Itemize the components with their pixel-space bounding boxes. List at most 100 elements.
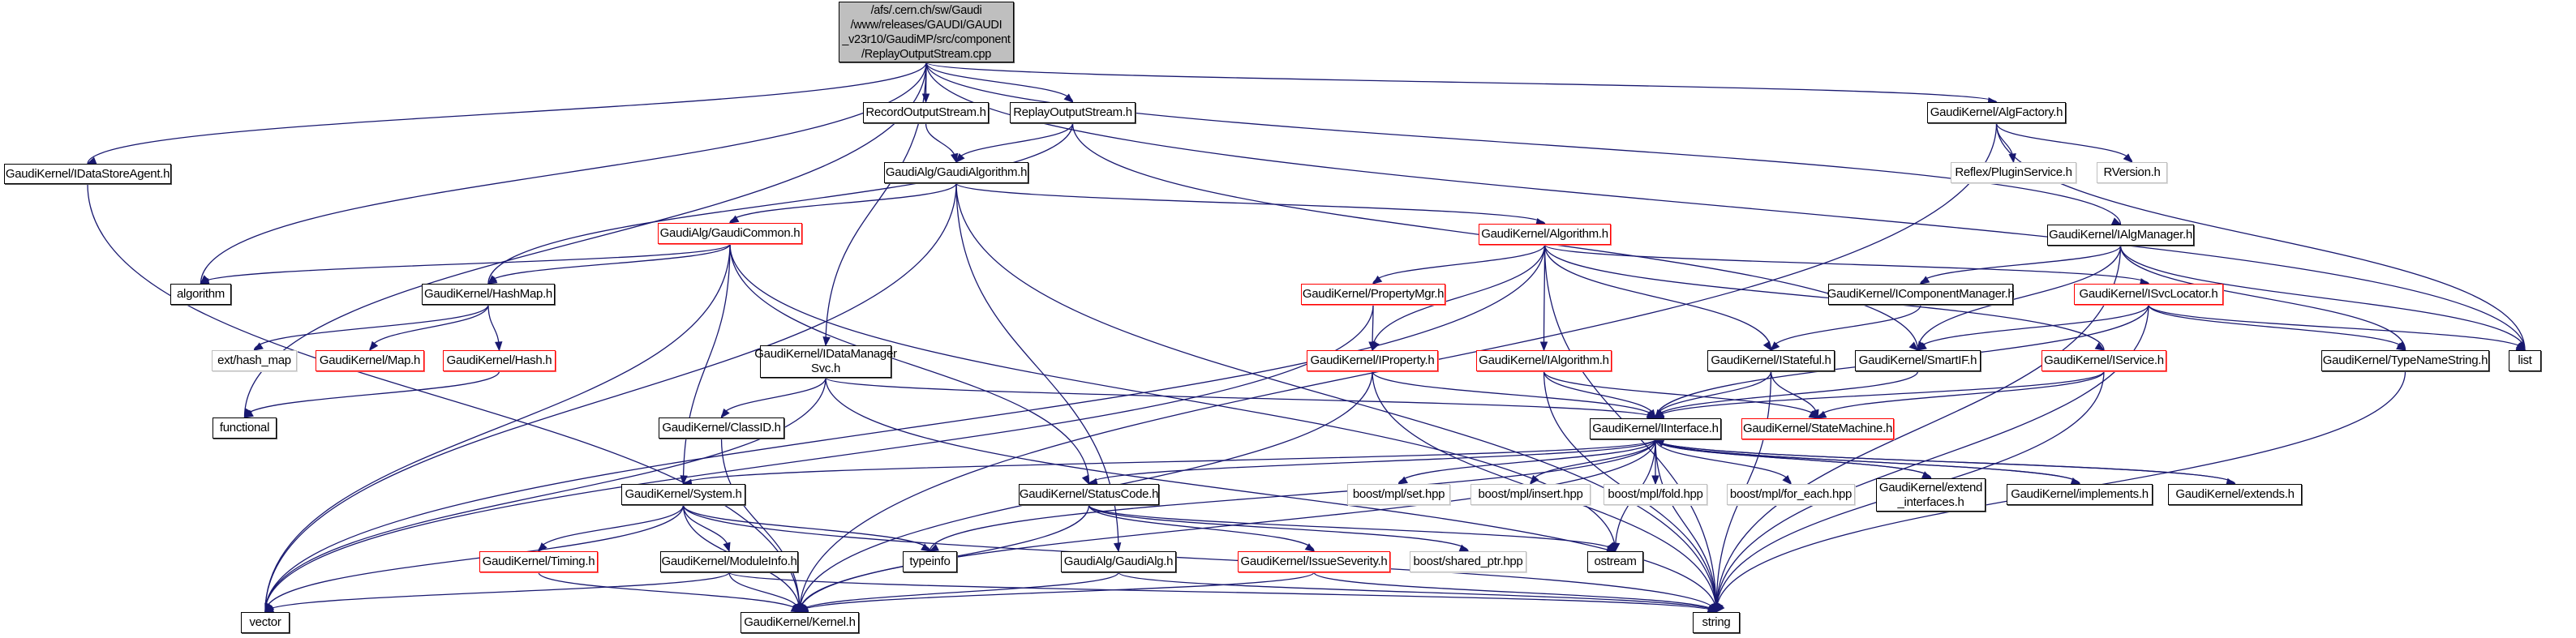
edge-Algorithm-to-IStateful xyxy=(1543,244,1772,351)
node-ialgorithm[interactable]: GaudiKernel/IAlgorithm.h xyxy=(1476,350,1612,371)
arrowhead-icon xyxy=(1919,276,1930,285)
edge-SmartIF-to-IInterface xyxy=(1655,370,1919,419)
node-hash[interactable]: GaudiKernel/Hash.h xyxy=(443,350,556,371)
node-isvclocator[interactable]: GaudiKernel/ISvcLocator.h xyxy=(2074,284,2223,305)
node-root: /afs/.cern.ch/sw/Gaudi /www/releases/GAU… xyxy=(839,2,1014,62)
arrowhead-icon xyxy=(1113,542,1122,553)
arrowhead-icon xyxy=(921,543,931,552)
node-functional[interactable]: functional xyxy=(213,417,277,439)
edge-ModuleInfo-to-vector xyxy=(264,572,730,613)
edge-root-to-algorithm xyxy=(200,62,927,285)
node-gaudialgorithm[interactable]: GaudiAlg/GaudiAlgorithm.h xyxy=(884,162,1028,183)
node-algorithm[interactable]: algorithm xyxy=(170,284,231,305)
edge-ISvcLocator-to-SmartIF xyxy=(1917,304,2149,351)
edge-IInterface-to-string xyxy=(1655,439,1717,613)
node-issueseverity[interactable]: GaudiKernel/IssueSeverity.h xyxy=(1238,551,1390,572)
arrowhead-icon xyxy=(495,341,503,352)
edge-GaudiAlg-to-Kernel xyxy=(799,572,1119,613)
node-extend-interfaces[interactable]: GaudiKernel/extend _interfaces.h xyxy=(1876,478,1986,512)
arrowhead-icon xyxy=(1908,341,1919,351)
edge-IService-to-StateMachine xyxy=(1817,370,2105,419)
arrowhead-icon xyxy=(822,336,831,347)
node-iproperty[interactable]: GaudiKernel/IProperty.h xyxy=(1307,350,1438,371)
edge-ClassID-to-Kernel xyxy=(720,438,801,613)
node-iinterface[interactable]: GaudiKernel/IInterface.h xyxy=(1590,418,1721,439)
node-icomponentmanager[interactable]: GaudiKernel/IComponentManager.h xyxy=(1827,284,2015,305)
edge-IInterface-to-System xyxy=(682,439,1656,485)
edge-implements-to-IInterface xyxy=(1655,439,2080,485)
node-statuscode[interactable]: GaudiKernel/StatusCode.h xyxy=(1019,484,1159,505)
node-rversion: RVersion.h xyxy=(2097,162,2167,183)
edge-IInterface-to-typeinfo xyxy=(929,439,1656,552)
edge-GaudiCommon-to-HashMap xyxy=(487,243,731,285)
edge-IAlgorithm-to-IInterface xyxy=(1543,370,1656,419)
arrowhead-icon xyxy=(2515,343,2527,351)
node-shared-ptr: boost/shared_ptr.hpp xyxy=(1410,551,1526,572)
node-gaudicommon[interactable]: GaudiAlg/GaudiCommon.h xyxy=(658,223,802,244)
edge-root-to-AlgFactory xyxy=(925,62,1998,103)
node-typeinfo[interactable]: typeinfo xyxy=(903,551,957,572)
edge-HashMap-to-ext_hash_map xyxy=(253,304,489,351)
edge-root-to-IAlgManager xyxy=(925,62,2122,225)
arrowhead-icon xyxy=(955,153,965,164)
edge-root-to-ReplayOutputStream xyxy=(925,62,1074,103)
edge-HashMap-to-Map xyxy=(369,304,489,351)
node-ialgmanager[interactable]: GaudiKernel/IAlgManager.h xyxy=(2047,225,2194,246)
node-statemachine[interactable]: GaudiKernel/StateMachine.h xyxy=(1741,418,1894,439)
arrowhead-icon xyxy=(1816,410,1827,419)
edge-GaudiAlg-to-string xyxy=(1118,572,1717,613)
node-istateful[interactable]: GaudiKernel/IStateful.h xyxy=(1707,350,1835,371)
node-kernel[interactable]: GaudiKernel/Kernel.h xyxy=(741,612,859,633)
node-implements[interactable]: GaudiKernel/implements.h xyxy=(2007,484,2153,505)
node-idatamanagersvc[interactable]: GaudiKernel/IDataManager Svc.h xyxy=(754,345,897,378)
node-string[interactable]: string xyxy=(1693,612,1740,633)
edge-IInterface-to-mpl_set xyxy=(1397,439,1656,485)
edge-IInterface-to-StatusCode xyxy=(1088,439,1656,485)
node-extends[interactable]: GaudiKernel/extends.h xyxy=(2168,484,2302,505)
node-typenamestring[interactable]: GaudiKernel/TypeNameString.h xyxy=(2321,350,2489,371)
arrowhead-icon xyxy=(243,409,254,418)
node-system[interactable]: GaudiKernel/System.h xyxy=(621,484,745,505)
edge-GaudiCommon-to-algorithm xyxy=(200,243,731,285)
node-propertymgr[interactable]: GaudiKernel/PropertyMgr.h xyxy=(1301,284,1445,305)
node-vector[interactable]: vector xyxy=(241,612,290,633)
node-list[interactable]: list xyxy=(2509,350,2541,371)
edge-Algorithm-to-PropertyMgr xyxy=(1372,244,1546,285)
edge-IDataManagerSvc-to-ClassID xyxy=(720,377,826,418)
node-ostream[interactable]: ostream xyxy=(1587,551,1643,572)
arrowhead-icon xyxy=(1304,543,1316,552)
node-recordoutputstream[interactable]: RecordOutputStream.h xyxy=(863,102,989,123)
edge-GaudiAlgorithm-to-string xyxy=(955,182,1717,613)
node-map[interactable]: GaudiKernel/Map.h xyxy=(316,350,424,371)
arrowhead-icon xyxy=(2123,153,2133,163)
edge-Algorithm-to-IProperty xyxy=(1372,244,1546,351)
node-moduleinfo[interactable]: GaudiKernel/ModuleInfo.h xyxy=(660,551,798,572)
edge-IAlgManager-to-IComponentManager xyxy=(1920,245,2122,285)
edge-IAlgManager-to-list xyxy=(2119,245,2526,351)
node-mpl-set: boost/mpl/set.hpp xyxy=(1347,484,1450,505)
node-gaudialg[interactable]: GaudiAlg/GaudiAlg.h xyxy=(1061,551,1176,572)
node-timing[interactable]: GaudiKernel/Timing.h xyxy=(479,551,598,572)
arrowhead-icon xyxy=(1530,474,1539,486)
node-hashmap[interactable]: GaudiKernel/HashMap.h xyxy=(422,284,555,305)
edge-IAlgManager-to-SmartIF xyxy=(1917,245,2122,351)
node-classid[interactable]: GaudiKernel/ClassID.h xyxy=(659,417,784,439)
node-algfactory[interactable]: GaudiKernel/AlgFactory.h xyxy=(1927,102,2066,123)
arrowhead-icon xyxy=(1811,409,1819,420)
edge-ReplayOutputStream-to-HashMap xyxy=(487,122,1074,285)
edge-GaudiAlgorithm-to-vector xyxy=(264,182,957,613)
arrowhead-icon xyxy=(1081,474,1090,486)
edge-Hash-to-functional xyxy=(243,370,500,418)
node-mpl-insert: boost/mpl/insert.hpp xyxy=(1470,484,1591,505)
edge-ISvcLocator-to-list xyxy=(2148,304,2526,351)
node-algorithm[interactable]: GaudiKernel/Algorithm.h xyxy=(1479,224,1611,245)
node-replayoutputstream[interactable]: ReplayOutputStream.h xyxy=(1010,102,1136,123)
arrowhead-icon xyxy=(1651,475,1659,486)
edge-StatusCode-to-shared_ptr xyxy=(1088,504,1469,552)
node-smartif[interactable]: GaudiKernel/SmartIF.h xyxy=(1855,350,1981,371)
edge-StatusCode-to-ostream xyxy=(1088,504,1616,552)
node-iservice[interactable]: GaudiKernel/IService.h xyxy=(2041,350,2166,371)
arrowhead-icon xyxy=(2396,342,2406,351)
node-idatastoreagent[interactable]: GaudiKernel/IDataStoreAgent.h xyxy=(4,164,171,184)
